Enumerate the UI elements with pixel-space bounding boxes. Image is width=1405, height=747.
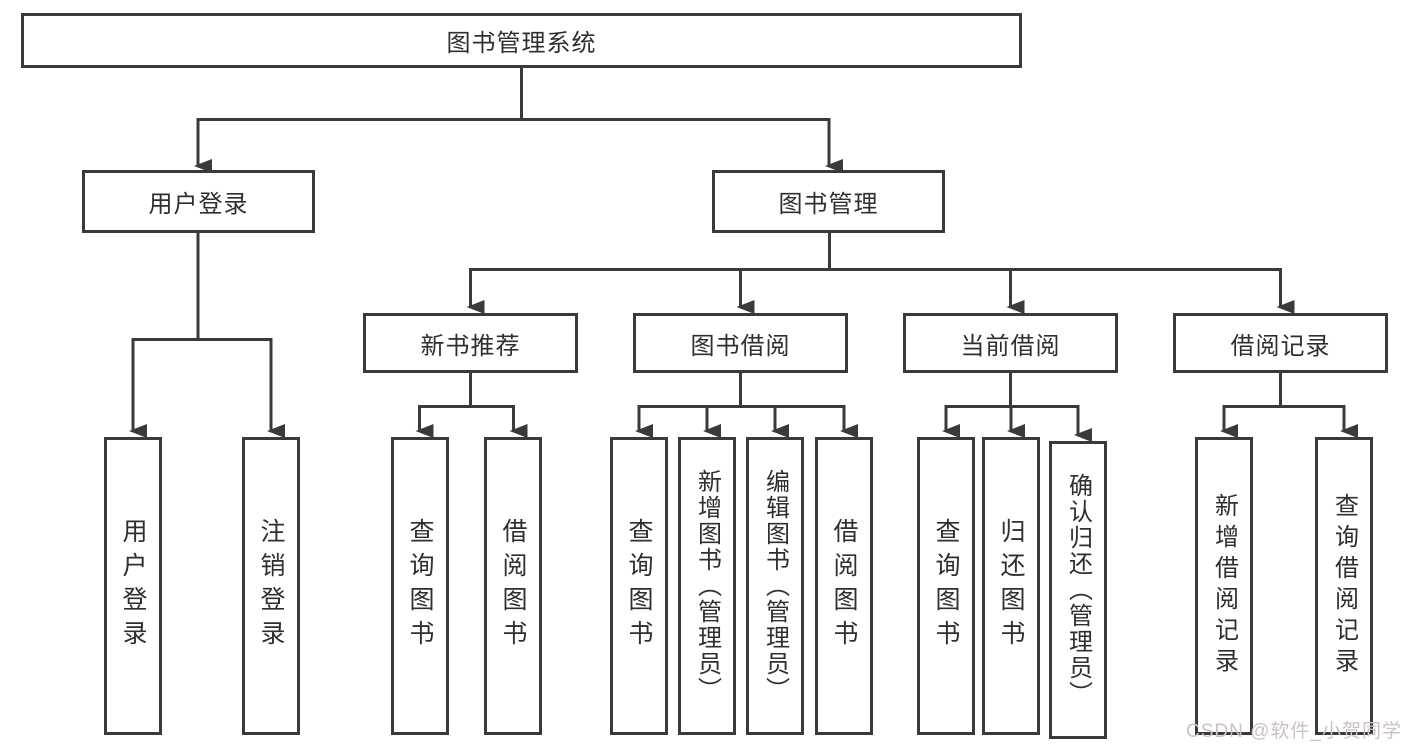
node-new-book-recommend: 新书推荐	[363, 313, 578, 373]
leaf-br-query-record-label: 查询借阅记录	[1330, 493, 1358, 679]
leaf-rec-borrow-book-label: 借阅图书	[499, 518, 527, 654]
leaf-rec-query-book: 查询图书	[391, 437, 449, 735]
leaf-logout-label: 注销登录	[257, 518, 285, 654]
leaf-cb-query-book: 查询图书	[917, 437, 975, 735]
leaf-cb-return-book-label: 归还图书	[997, 518, 1025, 654]
node-user-login: 用户登录	[82, 170, 315, 233]
node-current-borrow: 当前借阅	[903, 313, 1118, 373]
leaf-cb-query-book-label: 查询图书	[932, 518, 960, 654]
leaf-bb-edit-book-admin-label: 编辑图书（管理员）	[761, 469, 789, 703]
node-book-management: 图书管理	[712, 170, 945, 233]
leaf-cb-confirm-return-admin-label: 确认归还（管理员）	[1064, 473, 1092, 707]
leaf-bb-borrow-book: 借阅图书	[815, 437, 873, 735]
leaf-br-add-record: 新增借阅记录	[1195, 437, 1253, 735]
node-borrow-records: 借阅记录	[1173, 313, 1388, 373]
leaf-bb-add-book-admin: 新增图书（管理员）	[678, 437, 736, 735]
leaf-bb-add-book-admin-label: 新增图书（管理员）	[693, 469, 721, 703]
leaf-user-login-label: 用户登录	[119, 518, 147, 654]
leaf-br-query-record: 查询借阅记录	[1315, 437, 1373, 735]
leaf-cb-return-book: 归还图书	[982, 437, 1040, 735]
leaf-logout: 注销登录	[242, 437, 300, 735]
leaf-bb-edit-book-admin: 编辑图书（管理员）	[746, 437, 804, 735]
leaf-bb-query-book-label: 查询图书	[625, 518, 653, 654]
node-book-borrow: 图书借阅	[633, 313, 848, 373]
leaf-br-add-record-label: 新增借阅记录	[1210, 493, 1238, 679]
leaf-cb-confirm-return-admin: 确认归还（管理员）	[1049, 441, 1107, 739]
leaf-user-login: 用户登录	[104, 437, 162, 735]
leaf-bb-borrow-book-label: 借阅图书	[830, 518, 858, 654]
csdn-watermark: CSDN @软件_小贺同学	[1186, 721, 1402, 742]
leaf-bb-query-book: 查询图书	[610, 437, 668, 735]
node-library-management-system: 图书管理系统	[21, 13, 1022, 68]
leaf-rec-borrow-book: 借阅图书	[484, 437, 542, 735]
leaf-rec-query-book-label: 查询图书	[406, 518, 434, 654]
